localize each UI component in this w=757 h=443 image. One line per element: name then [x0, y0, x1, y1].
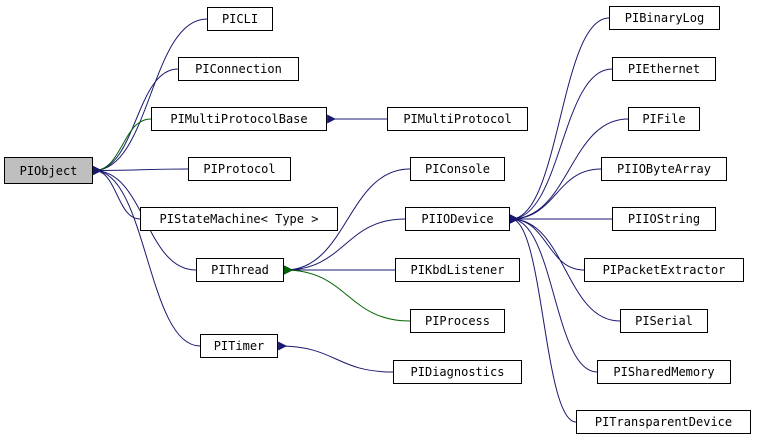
node-piiostring[interactable]: PIIOString	[612, 207, 716, 231]
edge-piprocess-to-pithread	[284, 265, 411, 322]
edge-picli-to-piobject	[93, 18, 208, 176]
node-pitimer[interactable]: PITimer	[200, 334, 278, 358]
node-pitransparentdevice[interactable]: PITransparentDevice	[576, 410, 751, 434]
node-piconnection[interactable]: PIConnection	[178, 57, 299, 81]
node-piconsole[interactable]: PIConsole	[410, 157, 505, 181]
node-piserial[interactable]: PISerial	[620, 309, 708, 333]
node-pidiagnostics[interactable]: PIDiagnostics	[393, 360, 522, 384]
edge-piprotocol-to-piobject	[93, 166, 189, 176]
edge-pidiagnostics-to-pitimer	[278, 341, 394, 373]
edge-pistatemachine-to-piobject	[93, 165, 141, 220]
edge-pimultiprotocolbase-to-piobject	[93, 118, 152, 176]
edge-piserial-to-piiodevice	[510, 214, 621, 322]
edge-piethernet-to-piiodevice	[510, 68, 613, 224]
node-piprotocol[interactable]: PIProtocol	[188, 157, 291, 181]
edge-pipacketextractor-to-piiodevice	[510, 214, 585, 271]
edge-pisharedmemory-to-piiodevice	[510, 214, 598, 373]
node-pibinarylog[interactable]: PIBinaryLog	[609, 6, 720, 30]
node-piethernet[interactable]: PIEthernet	[612, 57, 716, 81]
edge-piiobytearray-to-piiodevice	[510, 168, 602, 224]
node-piiobytearray[interactable]: PIIOByteArray	[601, 157, 727, 181]
node-pisharedmemory[interactable]: PISharedMemory	[597, 360, 731, 384]
edge-pitransparentdevice-to-piiodevice	[510, 214, 577, 423]
node-pipacketextractor[interactable]: PIPacketExtractor	[584, 258, 744, 282]
node-piobject: PIObject	[4, 157, 93, 184]
node-pimultiprotocol[interactable]: PIMultiProtocol	[387, 107, 528, 131]
node-pikbdlistener[interactable]: PIKbdListener	[395, 258, 520, 282]
edge-pitimer-to-piobject	[93, 165, 201, 347]
edge-pifile-to-piiodevice	[510, 118, 629, 224]
node-pistatemachine[interactable]: PIStateMachine< Type >	[140, 207, 338, 231]
edge-piconsole-to-pithread	[284, 168, 411, 275]
node-pimultiprotocolbase[interactable]: PIMultiProtocolBase	[151, 107, 327, 131]
edge-pibinarylog-to-piiodevice	[510, 17, 610, 224]
node-pithread[interactable]: PIThread	[196, 258, 284, 282]
edge-piiodevice-to-pithread	[284, 218, 406, 275]
node-pifile[interactable]: PIFile	[628, 107, 700, 131]
node-piprocess[interactable]: PIProcess	[410, 309, 505, 333]
node-picli[interactable]: PICLI	[207, 7, 273, 31]
node-piiodevice[interactable]: PIIODevice	[405, 207, 510, 231]
